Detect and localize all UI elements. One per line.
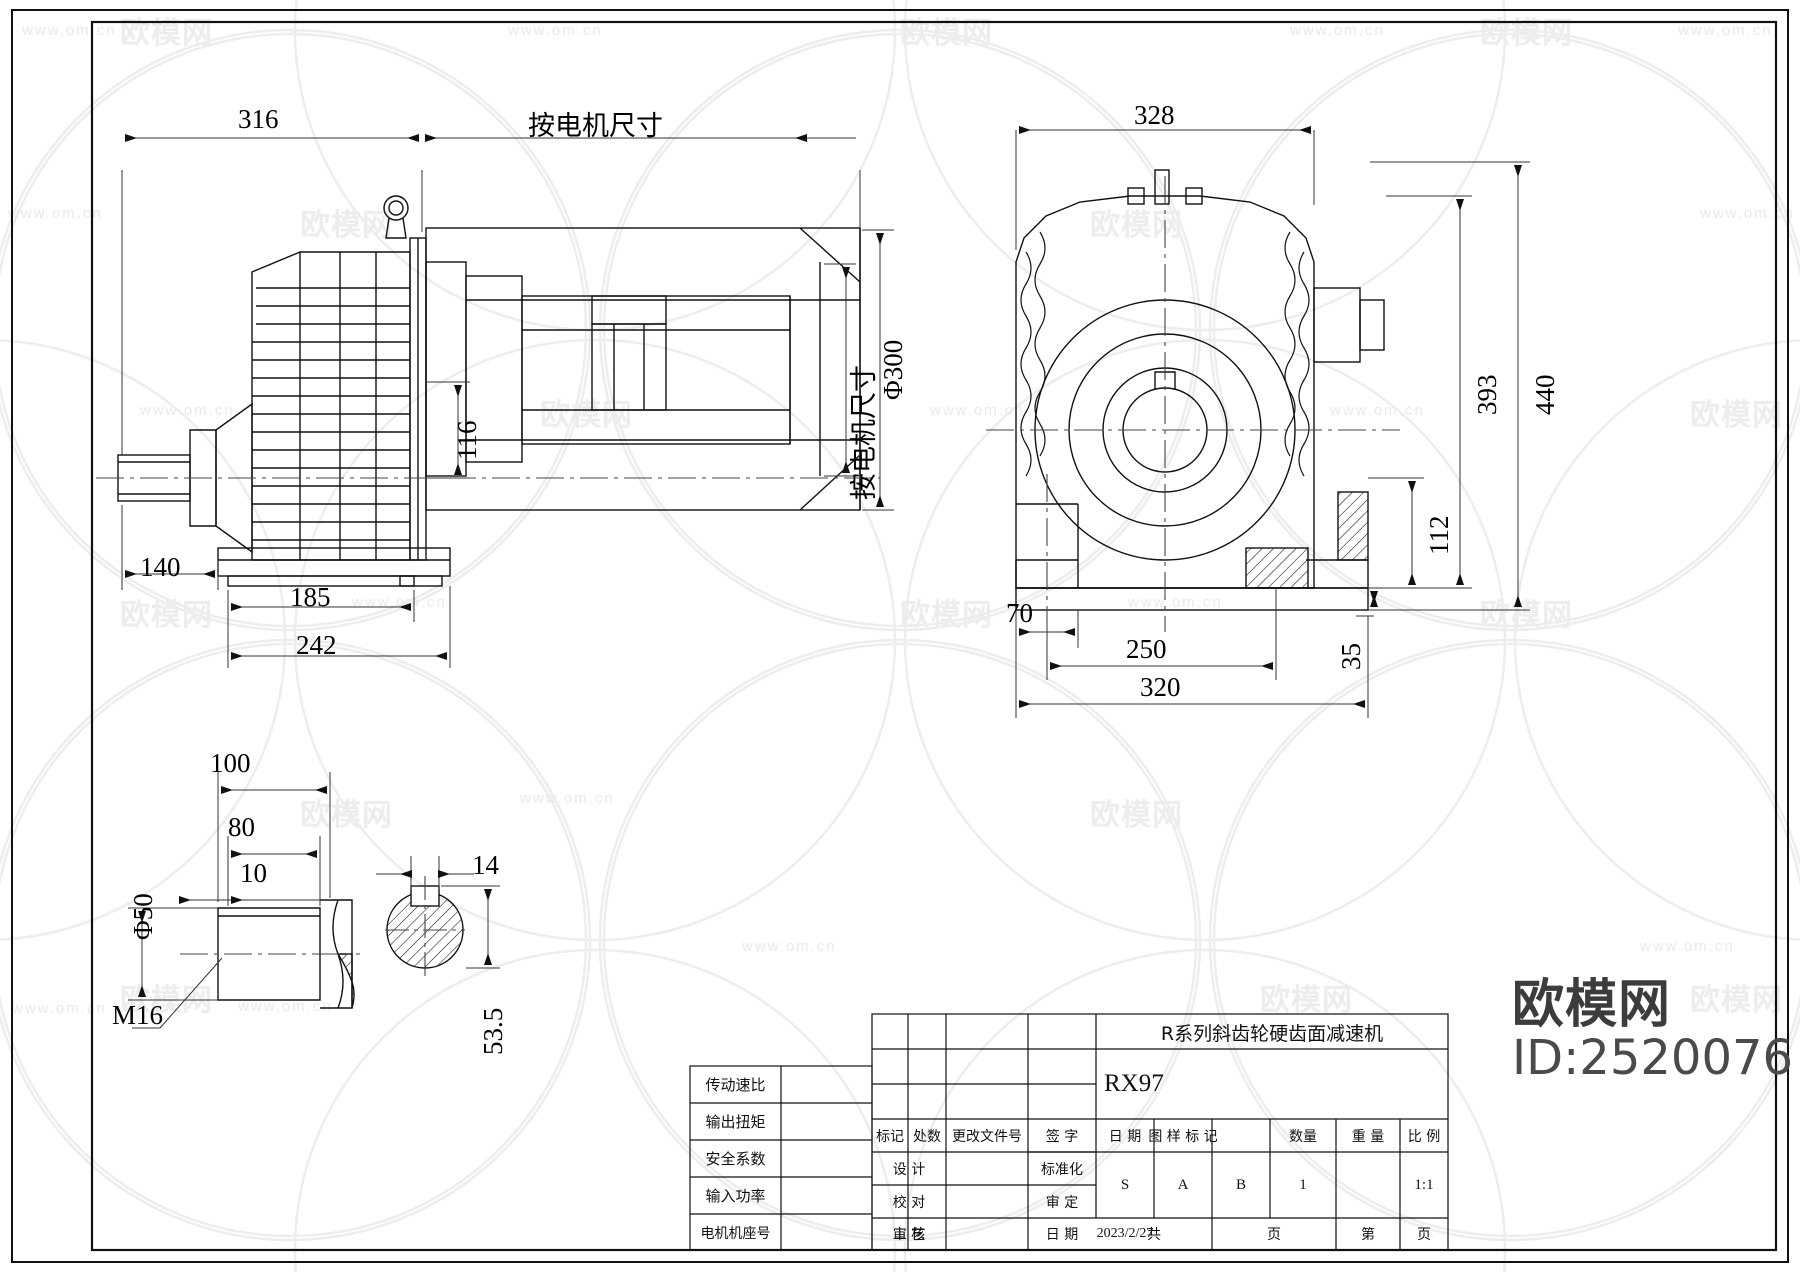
role-right-label-approval: 审 定 <box>1045 1194 1079 1211</box>
spec-row-label: 安全系数 <box>705 1150 766 1168</box>
front-view-geometry <box>117 195 861 587</box>
spec-row-label: 电机机座号 <box>700 1225 771 1242</box>
role-name-design: 设 计 <box>892 1161 926 1178</box>
dim-side-70: 70 <box>1006 598 1033 628</box>
model-number: RX97 <box>1104 1070 1164 1097</box>
dim-side-35: 35 <box>1336 643 1366 670</box>
qty-header: 数量 <box>1289 1128 1317 1145</box>
front-view-dimensions <box>121 134 894 668</box>
role-name-review: 审 核 <box>892 1227 926 1243</box>
brand-id-text: ID:2520076 <box>1512 1030 1794 1086</box>
quantity-value: 1 <box>1299 1176 1307 1193</box>
dim-front-phi300: Φ300 <box>878 339 908 400</box>
role-name-check: 校 对 <box>892 1194 926 1211</box>
dim-side-320: 320 <box>1140 672 1181 702</box>
side-view-centerline <box>986 176 1400 632</box>
dim-detail-80: 80 <box>228 812 255 842</box>
rev-header-docno: 更改文件号 <box>952 1128 1022 1145</box>
mark-header-label: 图 样 标 记 <box>1148 1128 1218 1145</box>
spec-row-value[interactable] <box>783 1068 870 1101</box>
role-sign-check[interactable] <box>946 1185 1028 1218</box>
side-view-geometry <box>1015 169 1385 611</box>
spec-row-label: 输出扭矩 <box>705 1113 766 1131</box>
dim-side-328: 328 <box>1134 100 1175 130</box>
shaft-detail-geometry <box>132 899 360 1029</box>
dim-front-140: 140 <box>140 552 181 582</box>
weight-header: 重 量 <box>1351 1128 1385 1145</box>
spec-row-label: 传动速比 <box>705 1076 766 1094</box>
role-sign-design[interactable] <box>946 1152 1028 1185</box>
dim-side-393: 393 <box>1472 374 1502 416</box>
mark-letter-a: A <box>1177 1176 1189 1193</box>
weight-value <box>1336 1152 1400 1218</box>
key-section-dimensions <box>376 856 500 969</box>
rev-header-mark: 标记 <box>876 1128 904 1145</box>
side-view-dimensions <box>1015 126 1530 718</box>
page-total-label: 共 <box>1147 1227 1161 1243</box>
spec-row-value[interactable] <box>783 1105 870 1138</box>
label-motor-dim-top: 按电机尺寸 <box>528 111 663 142</box>
rev-header-sign: 签 字 <box>1045 1128 1079 1145</box>
dim-side-112: 112 <box>1424 515 1454 556</box>
scale-header: 比 例 <box>1407 1128 1441 1145</box>
dim-detail-100: 100 <box>210 748 251 778</box>
label-thread-m16: M16 <box>112 1000 164 1030</box>
dim-section-14: 14 <box>472 850 499 880</box>
spec-row-label: 输入功率 <box>705 1187 766 1205</box>
dim-front-185: 185 <box>290 582 331 612</box>
spec-row-value[interactable] <box>783 1179 870 1212</box>
spec-row-value[interactable] <box>783 1216 870 1249</box>
title-block-grid <box>689 1013 1449 1251</box>
page-unit-label: 页 <box>1267 1227 1281 1243</box>
dim-front-316: 316 <box>238 104 279 134</box>
key-section-geometry <box>385 876 465 980</box>
label-motor-dim-side: 按电机尺寸 <box>849 365 880 500</box>
shaft-detail-dimensions <box>128 772 331 1001</box>
role-sign-review[interactable] <box>946 1218 1028 1250</box>
scale-value: 1:1 <box>1414 1176 1434 1193</box>
dim-detail-phi50: Φ50 <box>128 893 158 940</box>
dim-front-116: 116 <box>452 420 482 461</box>
rev-header-count: 处数 <box>913 1128 941 1145</box>
dim-detail-10: 10 <box>240 858 267 888</box>
page-unit-label-2: 页 <box>1417 1227 1431 1243</box>
dim-side-440: 440 <box>1530 374 1560 416</box>
product-title: R系列斜齿轮硬齿面减速机 <box>1160 1022 1384 1045</box>
brand-site-name: 欧模网 <box>1512 975 1672 1035</box>
spec-row-value[interactable] <box>783 1142 870 1175</box>
mark-letter-s: S <box>1120 1176 1130 1193</box>
dim-front-242: 242 <box>296 630 337 660</box>
mark-letter-b: B <box>1235 1176 1246 1193</box>
dim-side-250: 250 <box>1126 634 1167 664</box>
rev-header-date: 日 期 <box>1108 1128 1142 1145</box>
page-index-label: 第 <box>1361 1227 1375 1243</box>
role-right-label-standardization: 标准化 <box>1041 1161 1083 1178</box>
dim-section-53-5: 53.5 <box>478 1007 508 1055</box>
